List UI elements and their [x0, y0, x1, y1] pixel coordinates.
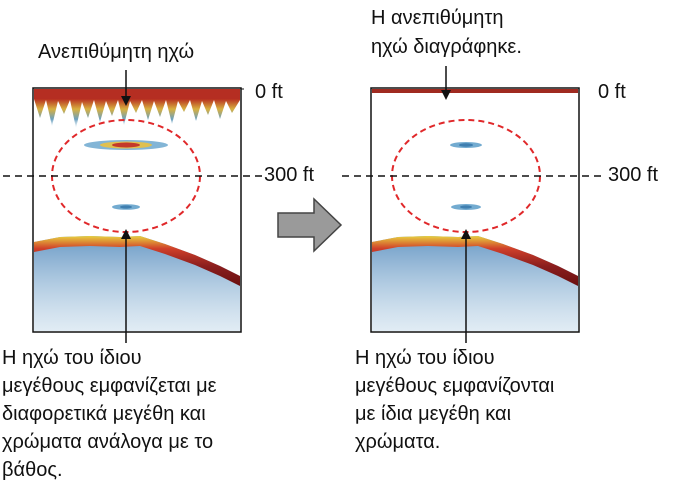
left-caption-line-4: χρώματα ανάλογα με το: [2, 431, 214, 453]
right-surface-line: [372, 89, 578, 93]
right-caption-pointer-arrowhead: [461, 229, 471, 239]
right-caption-line-2: μεγέθους εμφανίζονται: [355, 375, 555, 397]
right-top-label-line-1: Η ανεπιθύμητη: [371, 7, 504, 29]
right-top-label-line-2: ηχώ διαγράφηκε.: [371, 36, 522, 58]
right-caption-line-1: Η ηχώ του ίδιου: [355, 347, 495, 369]
left-caption-line-3: διαφορετικά μεγέθη και: [2, 403, 206, 425]
left-caption-pointer-arrowhead: [121, 229, 131, 239]
left-fish-echo-upper: [84, 140, 168, 150]
right-caption-line-3: με ίδια μεγέθη και: [355, 403, 512, 425]
left-surface-clutter: [34, 89, 240, 128]
right-surface-pointer-arrowhead: [441, 90, 451, 100]
right-fish-echo-upper: [450, 142, 482, 148]
left-clutter-label: Ανεπιθύμητη ηχώ: [38, 41, 195, 63]
right-depth-label-top: 0 ft: [598, 81, 626, 103]
right-echogram: [370, 66, 580, 343]
left-caption-line-5: βάθος.: [2, 459, 63, 481]
right-depth-label-300: 300 ft: [608, 164, 659, 186]
left-seabed-echo: [34, 236, 240, 331]
left-clutter-pointer-arrowhead: [121, 96, 131, 106]
left-depth-label-300: 300 ft: [264, 164, 315, 186]
right-caption-line-4: χρώματα.: [355, 431, 441, 453]
left-fish-echo-lower: [112, 204, 140, 210]
left-caption-line-2: μεγέθους εμφανίζεται με: [2, 375, 217, 397]
transition-arrow: [277, 197, 343, 253]
left-depth-label-top: 0 ft: [255, 81, 283, 103]
right-seabed-echo: [372, 236, 578, 331]
right-fish-echo-lower: [451, 204, 481, 210]
left-caption-line-1: Η ηχώ του ίδιου: [2, 347, 142, 369]
left-echogram: [32, 70, 244, 343]
